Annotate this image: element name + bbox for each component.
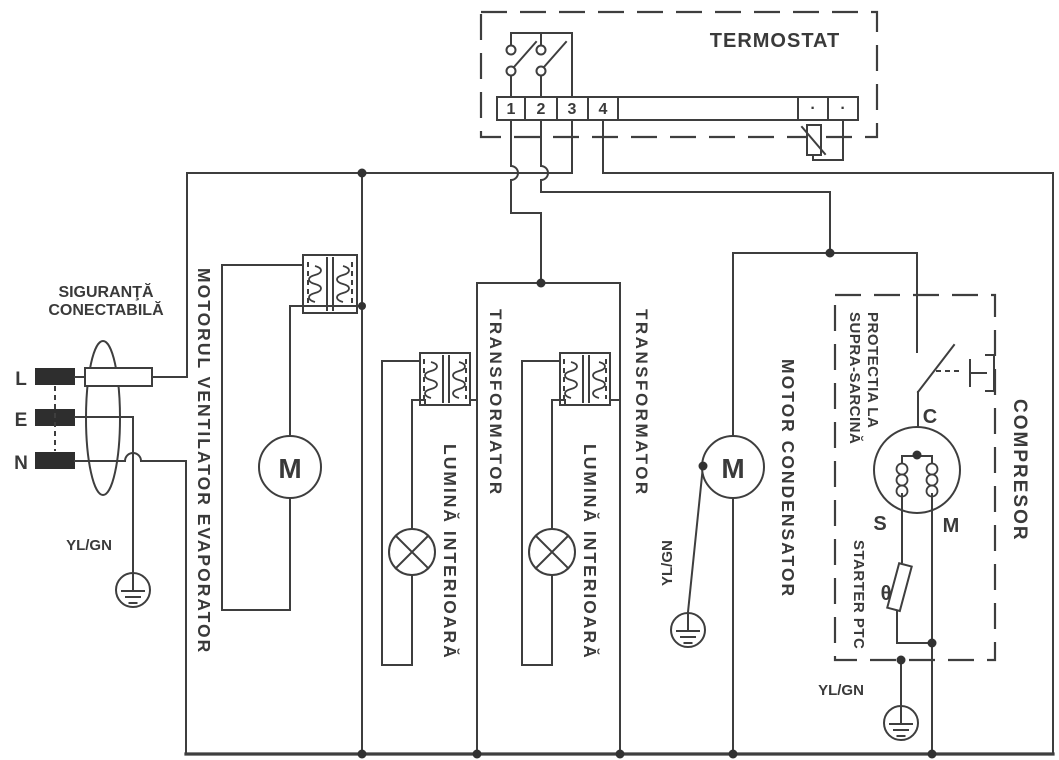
pin-l-label: L [15, 369, 27, 390]
transformer2-block: TRANSFORMATOR LUMINĂ INTERIOARĂ [528, 309, 651, 660]
thermostat-switch-contacts [505, 32, 573, 98]
terminal-label-2: 2 [537, 101, 546, 118]
lamp2-loop [521, 360, 566, 666]
terminal4-wire [602, 119, 1054, 755]
compressor-label: COMPRESOR [1009, 399, 1030, 542]
starter-ptc-label: STARTER PTC [850, 540, 867, 649]
junction-dots [357, 168, 937, 759]
aux-terminal-1: · [810, 100, 815, 117]
compressor-earth-color-label: YL/GN [818, 682, 864, 699]
pin-n-terminal [35, 452, 75, 469]
terminal-strip-dividers [524, 96, 829, 121]
terminal2-wire [540, 119, 831, 254]
condenser-earth-ground-icon [670, 612, 706, 648]
pin-e-label: E [15, 410, 28, 431]
condenser-earth-color-label: YL/GN [659, 540, 676, 586]
evaporator-fan-label: MOTORUL VENTILATOR EVAPORATOR [194, 268, 214, 654]
neutral-wire [74, 452, 187, 755]
fuse-block: SIGURANŢĂ CONECTABILĂ L E N YL/GN [14, 282, 164, 608]
thermostat-title: TERMOSTAT [710, 30, 840, 52]
earth-color-label-left: YL/GN [66, 537, 112, 554]
fan-branch-wires [221, 172, 363, 755]
lamp1-label: LUMINĂ INTERIOARĂ [440, 444, 461, 660]
transformer2-label: TRANSFORMATOR [632, 309, 651, 497]
earth-ground-icon [115, 572, 151, 608]
overload-label-line2: SUPRA-SARCINĂ [846, 312, 863, 444]
transformer1-symbol [419, 352, 471, 406]
terminal-label-1: 1 [507, 101, 516, 118]
ptc-thermistor [886, 493, 933, 644]
earth-wire [74, 416, 134, 574]
transformer2-symbol [559, 352, 611, 406]
wiring-net [35, 119, 1055, 756]
main-terminal-label: M [943, 515, 960, 537]
fuse-symbol [84, 367, 153, 387]
lamp1-loop [381, 360, 426, 666]
pin-n-label: N [14, 453, 28, 474]
compressor-block: COMPRESOR PROTECTIA LA SUPRA-SARCINĂ C S… [818, 293, 1030, 755]
compressor-motor-symbol [873, 426, 961, 514]
fan-motor-symbol [258, 435, 322, 499]
thermostat-block: TERMOSTAT 1 2 3 4 · · [479, 10, 879, 161]
transformer1-block: TRANSFORMATOR LUMINĂ INTERIOARĂ [388, 309, 505, 660]
lamp2-icon [528, 528, 576, 576]
thermostat-sensor [800, 119, 844, 161]
condenser-motor-letter: M [721, 453, 744, 484]
fuse-title-line2: CONECTABILĂ [48, 300, 164, 319]
theta-symbol: θ [881, 583, 892, 605]
compressor-enclosure [833, 293, 997, 662]
terminal-label-3: 3 [568, 101, 577, 118]
lamp1-icon [388, 528, 436, 576]
fan-winding-symbol [302, 254, 358, 314]
terminal-strip [496, 96, 859, 121]
overload-label-line1: PROTECTIA LA [864, 312, 881, 428]
pin-l-terminal [35, 368, 75, 385]
condenser-ground-wire [686, 464, 705, 614]
terminal-label-4: 4 [599, 101, 608, 118]
start-terminal-label: S [873, 513, 886, 535]
lamp2-label: LUMINĂ INTERIOARĂ [580, 444, 601, 660]
fuse-title-line1: SIGURANŢĂ [58, 282, 154, 301]
transformer1-label: TRANSFORMATOR [486, 309, 505, 497]
compressor-earth-ground-icon [883, 705, 919, 741]
common-terminal-label: C [923, 406, 937, 428]
evaporator-fan-block: MOTORUL VENTILATOR EVAPORATOR M [194, 254, 358, 654]
line-wire [74, 172, 573, 378]
fan-motor-letter: M [278, 453, 301, 484]
thermostat-enclosure [479, 10, 879, 139]
distribution-bus [732, 252, 918, 437]
aux-terminal-2: · [840, 100, 845, 117]
terminal1-wire [510, 119, 542, 284]
transformer-bus [469, 282, 621, 755]
condenser-motor-label: MOTOR CONDENSATOR [778, 359, 798, 598]
condenser-motor-block: M MOTOR CONDENSATOR YL/GN [659, 359, 798, 648]
